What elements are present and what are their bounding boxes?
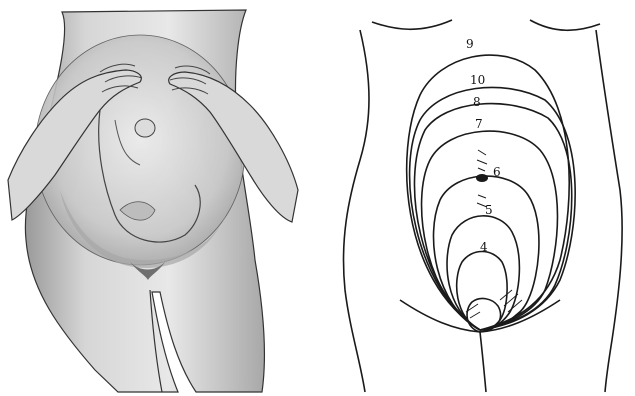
- label-8: 8: [473, 95, 481, 109]
- label-5: 5: [485, 203, 493, 217]
- right-flank-outline: [596, 30, 622, 392]
- label-10: 10: [470, 73, 485, 87]
- label-4: 4: [480, 240, 488, 254]
- label-9: 9: [466, 37, 474, 51]
- label-6: 6: [493, 165, 501, 179]
- waist-left-outline: [372, 20, 452, 29]
- umbilicus: [476, 174, 488, 182]
- contour-3: [467, 299, 501, 332]
- label-7: 7: [475, 117, 483, 131]
- waist-right-outline: [530, 20, 600, 30]
- left-flank-outline: [343, 30, 369, 392]
